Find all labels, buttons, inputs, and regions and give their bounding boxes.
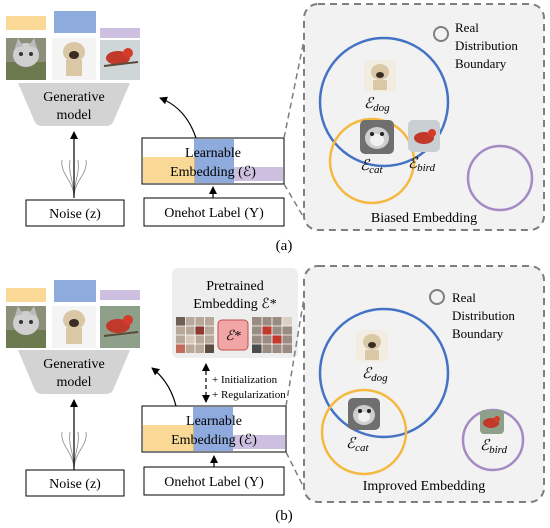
pretrained-line1: Pretrained [206,279,264,294]
bird-embedding-icon-a [408,120,440,152]
pretrained-line2: Embedding ℰ* [193,297,277,312]
legend-a-line2: Distribution [455,38,518,53]
generator-a-line1: Generative [43,90,104,105]
init-label: + Initialization [212,374,278,386]
dog-color-bar [54,11,96,33]
panel-b: Generative model Noise (z) Pretrained Em… [6,265,545,524]
onehot-label-a: Onehot Label (Y) [164,206,264,221]
dog-image [52,38,96,80]
bird-label-b: ℰbird [480,438,508,456]
bird-color-bar-b [100,290,140,300]
result-caption-a: Biased Embedding [371,211,477,226]
pretrained-mosaic-right [252,317,292,353]
cat-image-b [6,306,46,348]
bird-image [100,40,140,80]
bird-distribution-a [466,144,534,212]
dog-distribution-b [318,307,450,439]
cat-embedding-icon-a [360,120,394,154]
bird-image-b [100,306,140,348]
onehot-label-b: Onehot Label (Y) [164,475,264,490]
generator-a-line2: model [57,108,92,123]
legend-b-line1: Real [452,290,476,305]
noise-label-b: Noise (z) [49,477,101,492]
panel-a: Generative model Noise (z) Learnable Emb… [6,3,545,254]
result-caption-b: Improved Embedding [363,479,485,494]
cat-embedding-icon-b [348,398,380,430]
legend-a-line3: Boundary [455,56,507,71]
legend-a-line1: Real [455,20,479,35]
noise-box-a [25,199,125,227]
embedding-a-line1: Learnable [185,146,241,161]
cat-distribution-b [320,388,408,476]
cat-distribution-a [328,117,416,205]
embedding-dog-bar-a [194,139,234,183]
embedding-space-b [303,265,545,503]
dog-color-bar-b [54,280,96,302]
embedding-dog-bar-b [193,407,233,451]
embedding-bird-bar-b [233,435,285,449]
noise-box-b [25,469,125,497]
zoom-connector-top-a [283,39,305,139]
dog-distribution-a [318,36,450,168]
embedding-to-generator-arrow-a [159,96,197,139]
embedding-to-generator-arrow-b [151,367,177,407]
pretrained-star-box [217,319,249,351]
onehot-box-a [143,197,285,227]
embedding-b-line2: Embedding (ℰ) [171,433,257,448]
generator-b-line1: Generative [43,357,104,372]
embedding-cat-bar-b [143,425,194,451]
noise-label-a: Noise (z) [49,207,101,222]
embedding-bird-bar-a [234,167,283,181]
dog-embedding-icon-b [356,330,388,362]
reg-label: + Regularization [212,389,286,401]
generator-a [18,83,130,126]
legend-circle-icon-a [433,26,449,42]
zoom-connector-bottom-b [285,451,305,489]
panel-b-caption: (b) [275,508,293,524]
generator-b [18,350,130,394]
legend-circle-icon-b [429,289,445,305]
bird-color-bar [100,28,140,38]
legend-b-line2: Distribution [452,308,515,323]
generator-b-line2: model [57,375,92,390]
panel-a-caption: (a) [276,238,293,254]
dog-image-b [52,306,96,348]
embedding-cat-bar-a [143,157,195,183]
onehot-box-b [143,466,285,496]
zoom-connector-bottom-a [283,183,305,219]
embedding-b-line1: Learnable [186,414,242,429]
embedding-a-line2: Embedding (ℰ) [170,165,256,180]
pretrained-star-symbol: ℰ* [225,329,240,344]
legend-b-line3: Boundary [452,326,504,341]
dog-embedding-icon-a [364,60,396,92]
bird-embedding-icon-b [480,410,504,434]
cat-image [6,38,46,80]
embedding-space-a [303,3,545,231]
zoom-connector-top-b [285,297,305,407]
cat-color-bar [6,16,46,30]
cat-color-bar-b [6,288,46,302]
pretrained-mosaic-left [176,317,214,353]
